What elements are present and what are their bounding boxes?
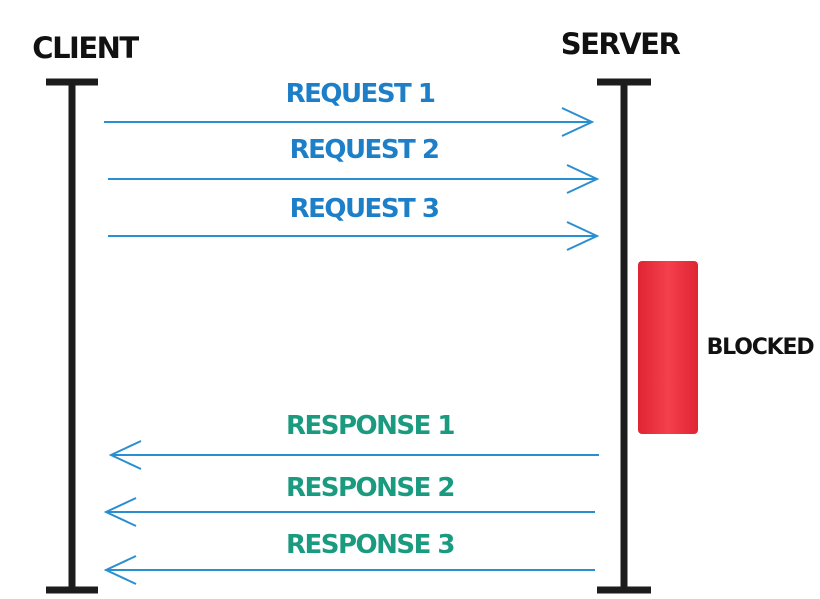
request-3: REQUEST 3 (108, 194, 600, 251)
blocked-bar (638, 261, 698, 434)
server-label: SERVER (561, 27, 681, 61)
request-1-label: REQUEST 1 (286, 79, 435, 109)
response-3-arrow-head-icon (103, 555, 137, 585)
response-1-label: RESPONSE 1 (286, 411, 454, 441)
response-2-arrow-head-icon (103, 497, 137, 527)
request-2: REQUEST 2 (108, 135, 600, 194)
client-lifeline (46, 78, 98, 594)
response-1: RESPONSE 1 (108, 411, 599, 470)
request-3-arrow-head-icon (566, 221, 600, 251)
response-3: RESPONSE 3 (103, 530, 595, 585)
request-1: REQUEST 1 (104, 79, 595, 137)
response-3-label: RESPONSE 3 (286, 530, 454, 560)
request-2-arrow-head-icon (566, 164, 600, 194)
blocked-label: BLOCKED (707, 335, 815, 360)
response-1-arrow-head-icon (108, 440, 142, 470)
response-2: RESPONSE 2 (103, 473, 595, 527)
client-label: CLIENT (32, 31, 139, 65)
response-2-label: RESPONSE 2 (286, 473, 454, 503)
request-2-label: REQUEST 2 (290, 135, 439, 165)
request-1-arrow-head-icon (561, 107, 595, 137)
server-lifeline (597, 78, 651, 594)
request-3-label: REQUEST 3 (290, 194, 439, 224)
